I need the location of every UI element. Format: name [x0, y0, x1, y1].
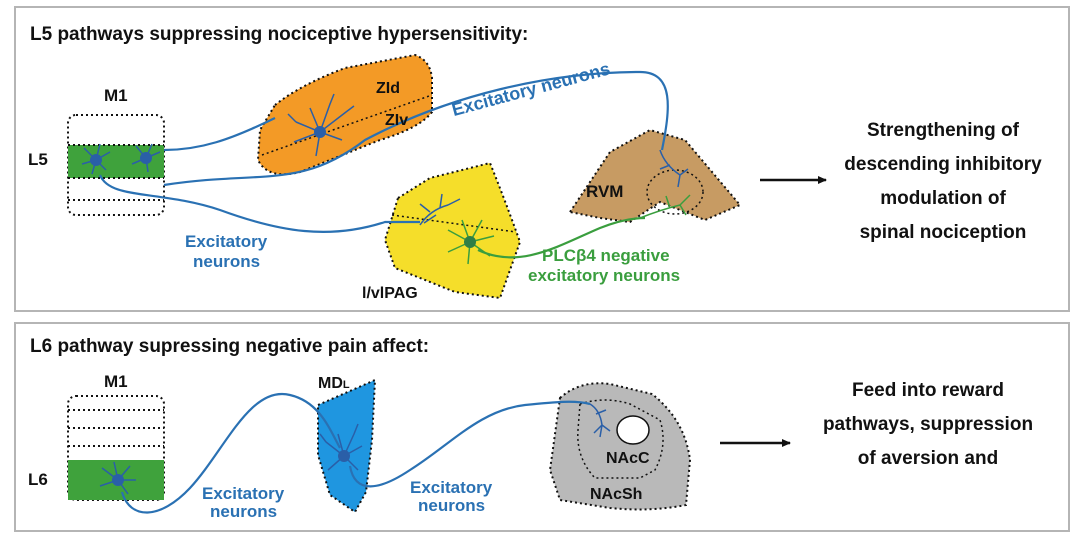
nacc-region — [577, 399, 664, 479]
excitatory-left-label-2: neurons — [193, 252, 261, 271]
pag-divider — [391, 214, 517, 233]
nacsh-label: NAcSh — [590, 486, 643, 503]
nacsh-region — [548, 382, 692, 511]
zi-region — [256, 53, 433, 176]
l6-label: L6 — [28, 470, 48, 489]
l5-neuron-soma-a — [90, 154, 102, 166]
axon-m1-to-rvm — [163, 70, 669, 187]
excitatory-left-label-1: Excitatory — [185, 232, 268, 251]
l5-neuron-soma-b — [140, 152, 152, 164]
rvm-inner-boundary — [646, 169, 704, 215]
excitatory-b-label-2: neurons — [418, 496, 486, 515]
md-label-main: MD — [318, 375, 343, 392]
zi-neuron-dendrites — [287, 93, 355, 157]
m1-label-top: M1 — [104, 86, 128, 105]
nac-blue-terminal — [589, 403, 611, 438]
axon-m1-to-md — [120, 392, 341, 514]
panel-l5-title: L5 pathways suppressing nociceptive hype… — [30, 24, 529, 45]
rvm-blue-terminal — [659, 149, 689, 188]
excitatory-a-label-1: Excitatory — [202, 484, 285, 503]
anterior-commissure — [616, 415, 650, 445]
l5-outcome-line-1: Strengthening of — [867, 120, 1019, 141]
l5-outcome-line-3: modulation of — [880, 188, 1006, 209]
zi-neuron-soma — [314, 126, 326, 138]
axon-m1-to-zi — [163, 117, 276, 152]
excitatory-b-label-1: Excitatory — [410, 478, 493, 497]
md-region — [317, 378, 377, 514]
md-label: MDL — [318, 375, 350, 393]
rvm-green-terminal — [639, 194, 691, 219]
nacc-label: NAcC — [606, 450, 650, 467]
pag-region — [383, 161, 522, 300]
md-neuron-soma — [338, 450, 350, 462]
m1-cortex-l5 — [67, 114, 165, 216]
l6-neuron-dendrites — [99, 461, 136, 495]
axon-m1-to-pag — [98, 174, 420, 233]
m1-cortex-l6 — [67, 395, 165, 501]
l5-outcome-line-4: spinal nociception — [859, 222, 1027, 243]
pag-neuron-soma — [464, 236, 476, 248]
axon-pag-to-rvm — [477, 216, 646, 259]
plc-label-2: excitatory neurons — [528, 266, 681, 285]
panel-l6-title: L6 pathway supressing negative pain affe… — [30, 336, 430, 357]
l5-label: L5 — [28, 150, 48, 169]
l5-outcome-text: Strengthening of descending inhibitory m… — [838, 114, 1048, 250]
md-neuron-dendrites — [319, 423, 363, 471]
panel-l5 — [14, 6, 1070, 312]
zid-label: ZId — [376, 80, 400, 97]
pag-green-neuron-dendrites — [447, 219, 495, 265]
l6-outcome-text: Feed into reward pathways, suppression o… — [800, 374, 1056, 476]
zi-divider — [261, 94, 433, 156]
l6-outcome-line-1: Feed into reward — [851, 380, 1005, 401]
pag-label: l/vlPAG — [362, 285, 418, 302]
rvm-label: RVM — [586, 182, 624, 201]
md-label-sub: L — [342, 379, 350, 391]
plc-label-1: PLCβ4 negative — [542, 246, 670, 265]
m1-label-bottom: M1 — [104, 372, 128, 391]
panel-l6 — [14, 322, 1070, 532]
l5-neurons — [81, 143, 161, 175]
l6-outcome-line-2: pathways, suppression — [822, 414, 1034, 435]
ziv-label: ZIv — [385, 112, 409, 129]
axon-md-to-nac — [348, 400, 591, 488]
l5-outcome-line-2: descending inhibitory — [844, 154, 1042, 175]
l6-neuron-soma — [112, 474, 124, 486]
pag-blue-terminal — [419, 193, 461, 226]
excitatory-a-label-2: neurons — [210, 502, 278, 521]
l6-outcome-line-3: of aversion and — [857, 448, 999, 469]
